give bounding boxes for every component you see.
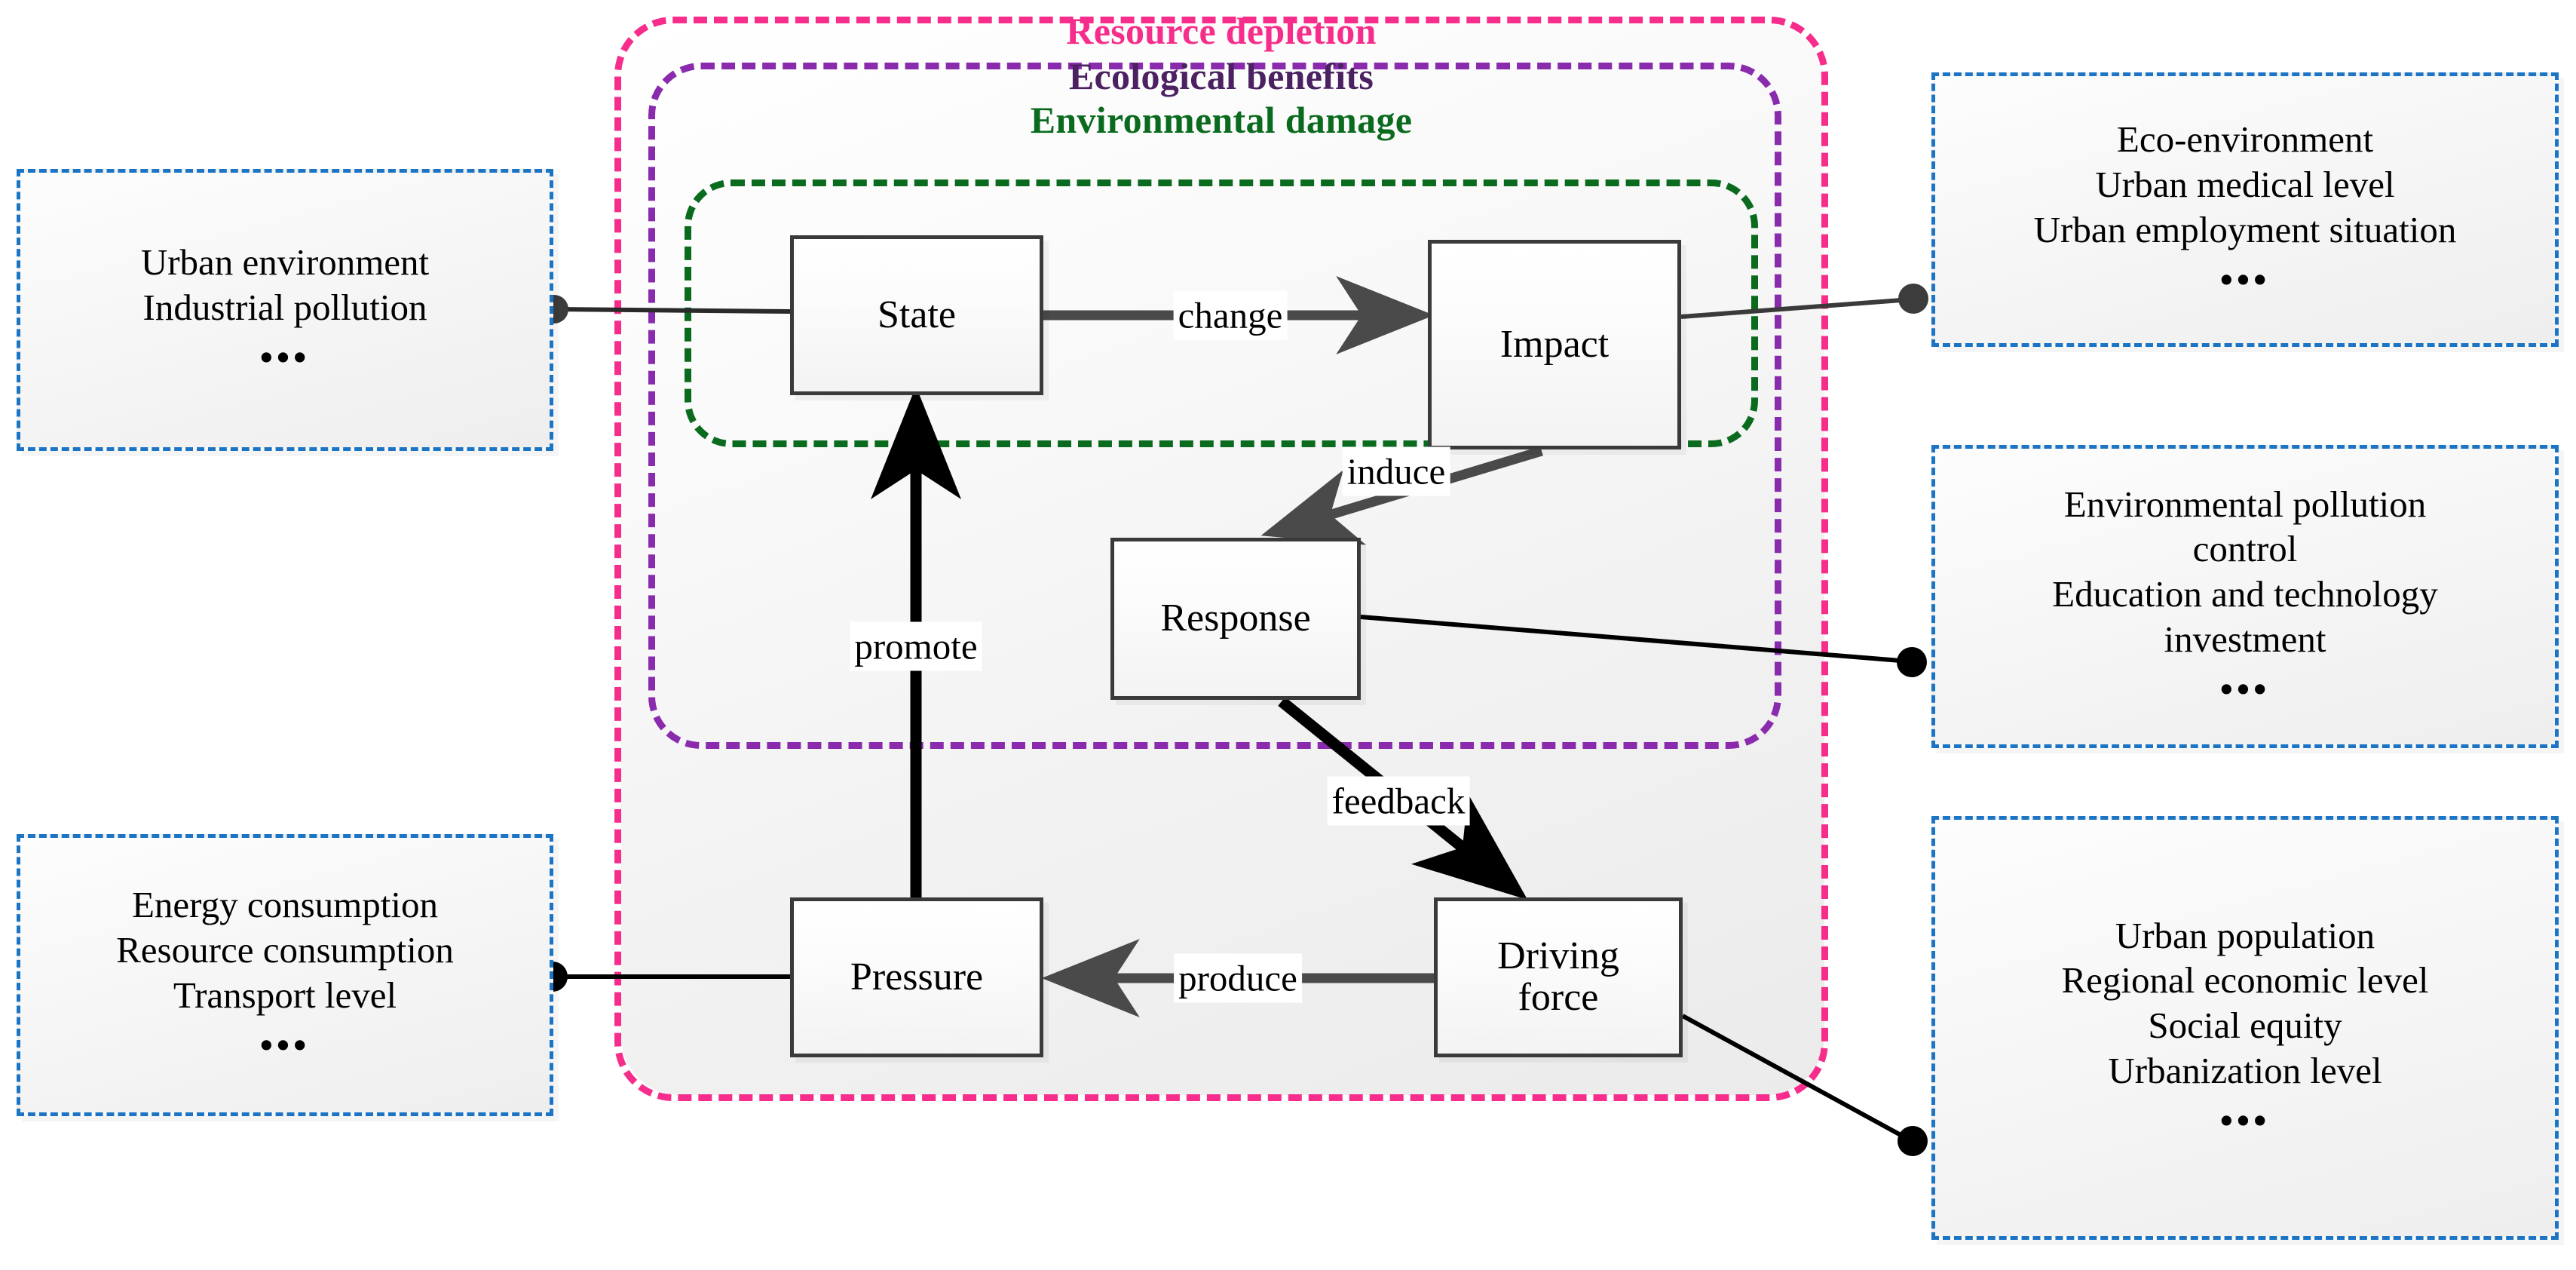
indicator-line: Eco-environment <box>2116 118 2374 161</box>
boundary-label-ecological-benefits: Ecological benefits <box>1068 55 1374 97</box>
edge-label-promote: promote <box>850 621 982 671</box>
indicator-ellipsis: ••• <box>2219 258 2271 300</box>
indicator-line: investment <box>2164 618 2326 660</box>
connector-dot-impact-indicators <box>1898 284 1928 314</box>
node-driving-force[interactable]: Driving force <box>1434 897 1683 1057</box>
indicator-line: Energy consumption <box>131 884 439 926</box>
node-impact[interactable]: Impact <box>1428 240 1681 449</box>
node-pressure[interactable]: Pressure <box>790 897 1043 1057</box>
indicator-line: Urban medical level <box>2095 164 2395 206</box>
node-response[interactable]: Response <box>1110 538 1361 700</box>
node-label-pressure: Pressure <box>850 955 984 999</box>
indicator-box-driving-force-indicators[interactable]: Urban population Regional economic level… <box>1931 816 2559 1240</box>
indicator-ellipsis: ••• <box>259 1023 311 1066</box>
edge-label-change: change <box>1173 290 1288 340</box>
boundary-label-environmental-damage: Environmental damage <box>1030 99 1413 141</box>
edge-label-induce: induce <box>1342 446 1450 496</box>
indicator-line: Environmental pollution <box>2063 483 2427 525</box>
indicator-box-pressure-indicators[interactable]: Energy consumption Resource consumption … <box>17 834 553 1116</box>
indicator-line: Urbanization level <box>2108 1049 2382 1091</box>
indicator-box-state-indicators[interactable]: Urban environment Industrial pollution •… <box>17 169 553 451</box>
node-state[interactable]: State <box>790 235 1043 395</box>
indicator-ellipsis: ••• <box>2219 667 2271 710</box>
node-label-driving-force-line1: Driving <box>1497 934 1619 978</box>
indicator-line: Urban population <box>2115 914 2375 956</box>
indicator-ellipsis: ••• <box>259 336 311 378</box>
indicator-line: Education and technology <box>2052 573 2438 615</box>
connector-dot-response-indicators <box>1897 647 1927 677</box>
node-label-state: State <box>878 293 956 336</box>
indicator-line: control <box>2192 528 2298 570</box>
indicator-line: Resource consumption <box>116 929 454 971</box>
indicator-box-response-indicators[interactable]: Environmental pollution control Educatio… <box>1931 445 2559 748</box>
edge-label-produce: produce <box>1174 953 1302 1003</box>
indicator-line: Regional economic level <box>2061 959 2429 1002</box>
indicator-line: Transport level <box>173 974 397 1016</box>
edge-label-feedback: feedback <box>1327 776 1470 826</box>
boundary-label-resource-depletion: Resource depletion <box>1066 10 1377 52</box>
indicator-line: Social equity <box>2148 1005 2342 1047</box>
indicator-line: Urban employment situation <box>2033 209 2457 250</box>
indicator-line: Urban environment <box>140 241 430 284</box>
connector-dot-driving-force-indicators <box>1898 1126 1928 1156</box>
node-label-response: Response <box>1160 597 1311 640</box>
indicator-ellipsis: ••• <box>2219 1099 2271 1141</box>
boundary-resource-depletion <box>614 17 1828 1101</box>
indicator-box-impact-indicators[interactable]: Eco-environment Urban medical level Urba… <box>1931 72 2559 347</box>
node-label-impact: Impact <box>1499 322 1610 366</box>
indicator-line: Industrial pollution <box>142 287 427 329</box>
boundary-ecological-benefits <box>648 63 1781 749</box>
node-label-driving-force-line2: force <box>1518 976 1599 1019</box>
